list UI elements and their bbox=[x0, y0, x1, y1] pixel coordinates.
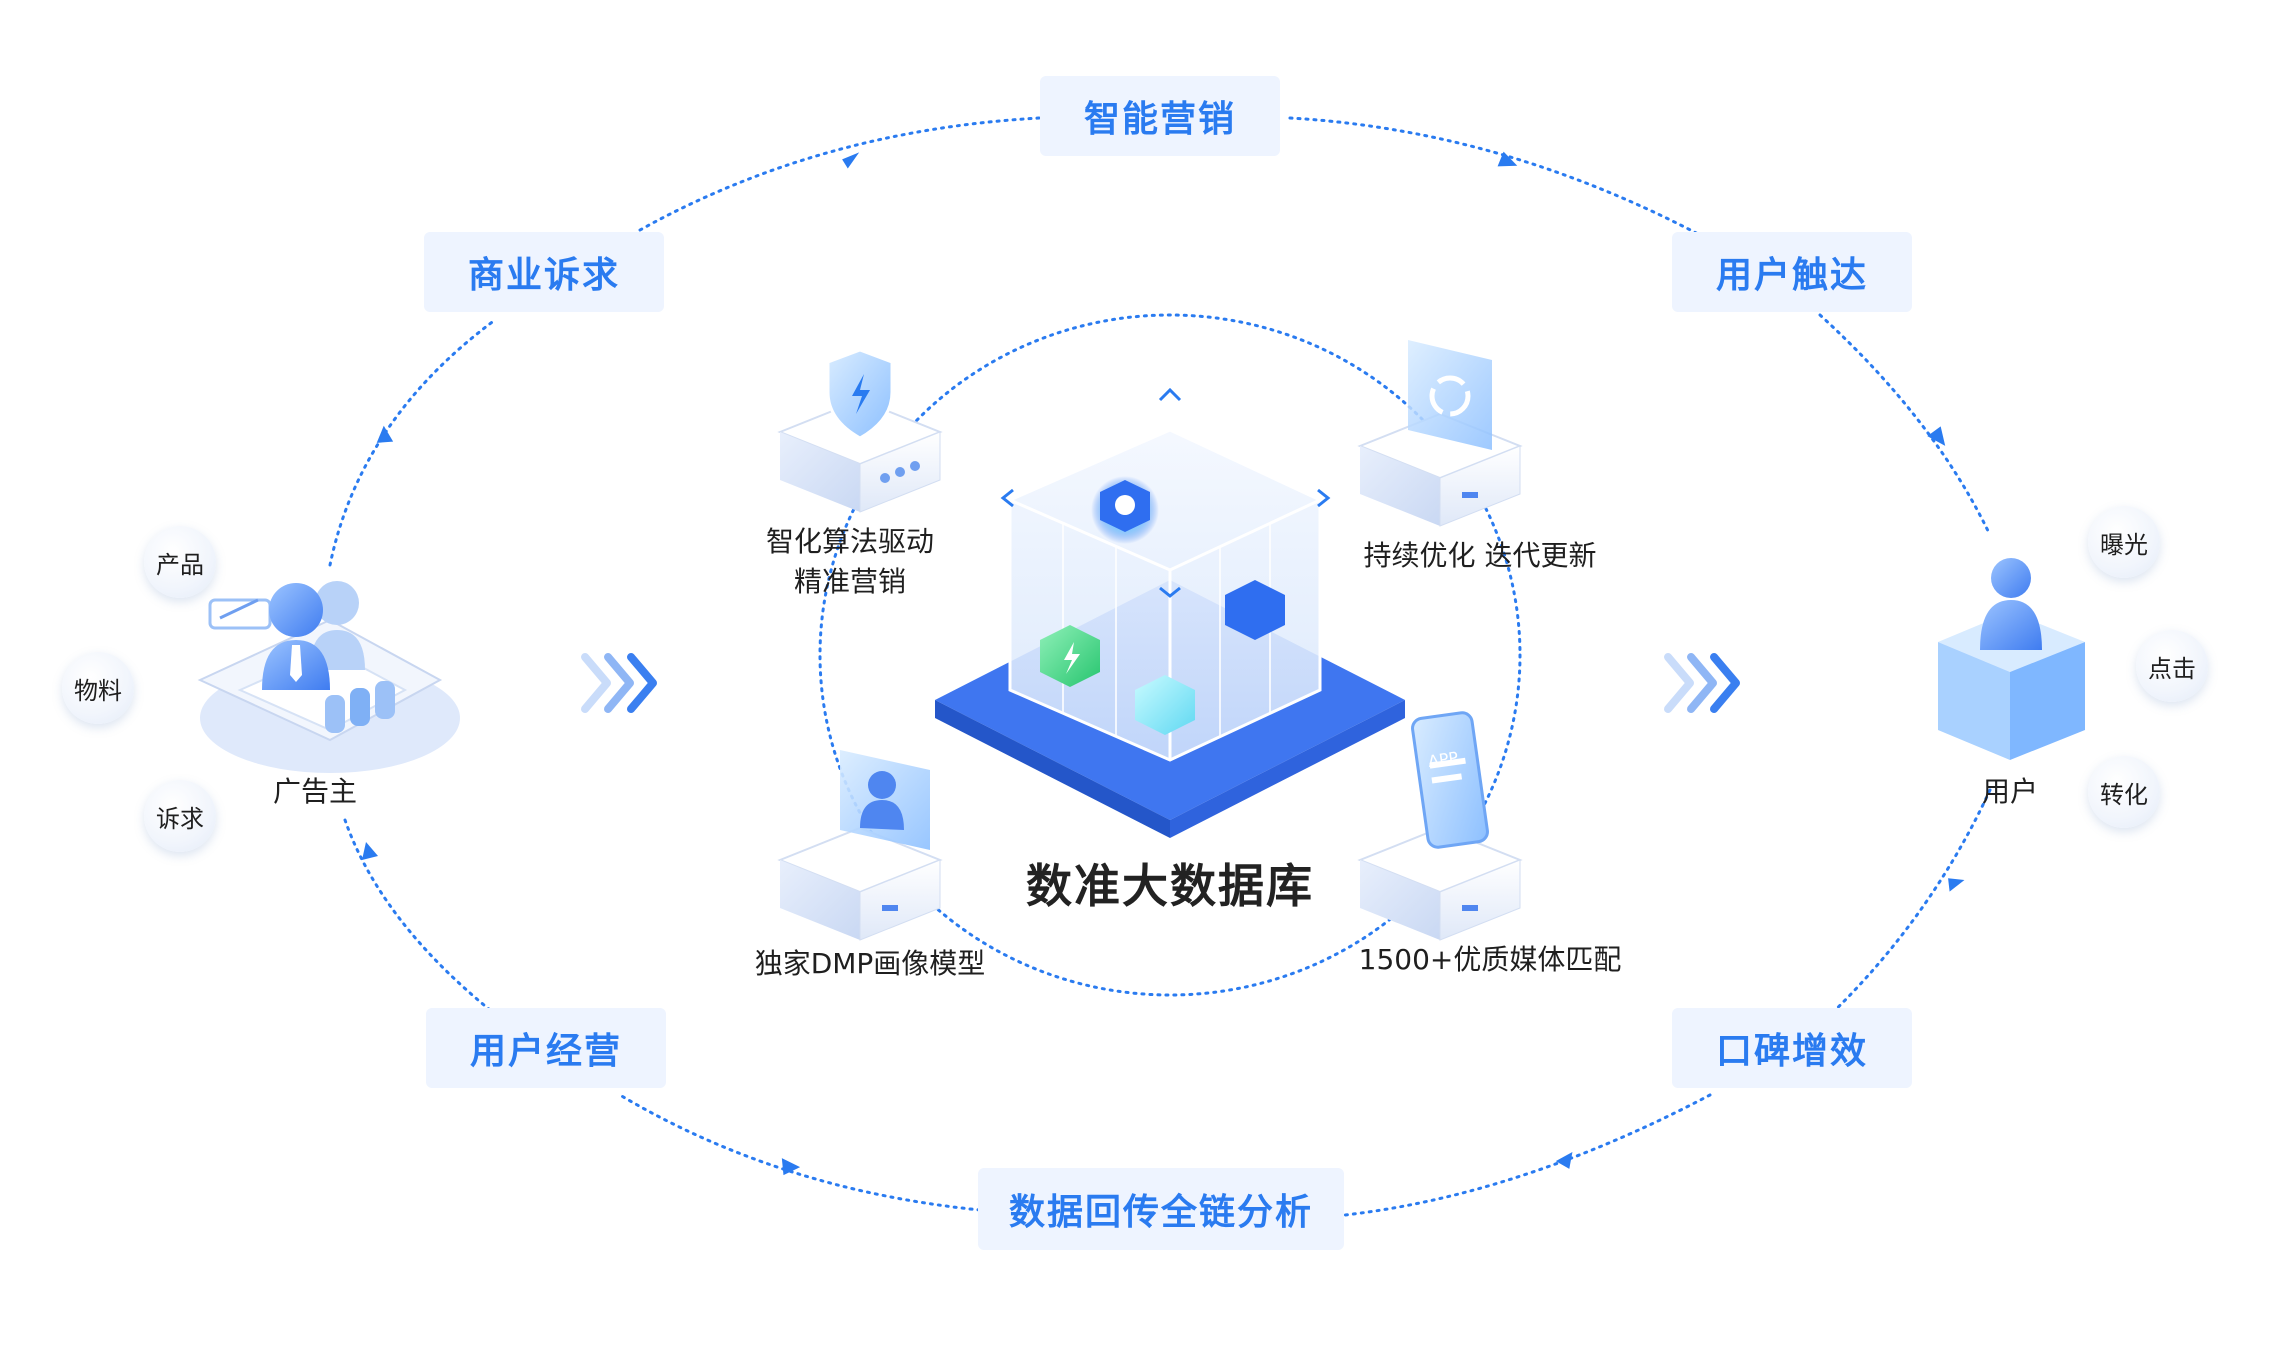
module-algorithm-line2: 精准营销 bbox=[793, 565, 906, 598]
pill-user-reach: 用户触达 bbox=[1672, 232, 1912, 312]
user-illustration bbox=[1938, 558, 2085, 760]
pill-data-backflow: 数据回传全链分析 bbox=[978, 1168, 1344, 1250]
connector-advertiser-to-business bbox=[328, 318, 497, 567]
connector-user-to-wom bbox=[1823, 788, 1992, 1022]
arrowhead bbox=[1555, 1152, 1573, 1169]
module-dmp-label: 独家DMP画像模型 bbox=[754, 947, 986, 980]
module-media-label: 1500+优质媒体匹配 bbox=[1358, 943, 1622, 976]
connector-data-to-operation bbox=[618, 1093, 982, 1212]
pill-smart-marketing: 智能营销 bbox=[1040, 76, 1280, 156]
pill-business-demand: 商业诉求 bbox=[424, 232, 664, 312]
user-label: 用户 bbox=[1981, 775, 2038, 808]
arrowhead bbox=[1497, 151, 1518, 167]
module-algorithm-label: 智化算法驱动 精准营销 bbox=[730, 522, 970, 602]
database-cube bbox=[935, 387, 1405, 838]
pill-word-of-mouth: 口碑增效 bbox=[1672, 1008, 1912, 1088]
bubble-conversion: 转化 bbox=[2088, 756, 2160, 828]
connector-marketing-to-reach bbox=[1288, 116, 1702, 237]
module-iteration-icon bbox=[1357, 340, 1523, 527]
module-dmp-icon bbox=[777, 750, 943, 941]
flow-chevrons-left bbox=[581, 653, 657, 713]
connector-wom-to-data bbox=[1343, 1093, 1712, 1217]
bubble-demand: 诉求 bbox=[144, 780, 216, 852]
arrowhead bbox=[1948, 878, 1965, 892]
pill-user-operation: 用户经营 bbox=[426, 1008, 666, 1088]
advertiser-label: 广告主 bbox=[272, 775, 357, 808]
module-algorithm-line1: 智化算法驱动 bbox=[765, 525, 934, 558]
arrowhead bbox=[842, 152, 860, 169]
advertiser-illustration bbox=[197, 581, 460, 773]
bubble-click: 点击 bbox=[2136, 630, 2208, 702]
connector-business-to-marketing bbox=[638, 116, 1042, 232]
connector-operation-to-advertiser bbox=[343, 818, 492, 1012]
module-media-icon bbox=[1357, 711, 1523, 941]
inner-ring bbox=[818, 313, 1522, 997]
arrowhead bbox=[376, 425, 394, 443]
arrowhead bbox=[1927, 426, 1946, 446]
arrowhead bbox=[781, 1158, 801, 1176]
outer-cycle-arrowheads bbox=[362, 151, 1965, 1176]
flow-chevrons-right bbox=[1664, 653, 1740, 713]
module-algorithm-icon bbox=[777, 348, 943, 513]
arrowhead bbox=[362, 842, 378, 860]
connector-reach-to-user bbox=[1818, 313, 1992, 537]
module-iteration-label: 持续优化 迭代更新 bbox=[1363, 539, 1597, 572]
database-title: 数准大数据库 bbox=[1026, 859, 1314, 913]
bubble-exposure: 曝光 bbox=[2088, 506, 2160, 578]
bubble-product: 产品 bbox=[144, 526, 216, 598]
bubble-material: 物料 bbox=[62, 652, 134, 724]
